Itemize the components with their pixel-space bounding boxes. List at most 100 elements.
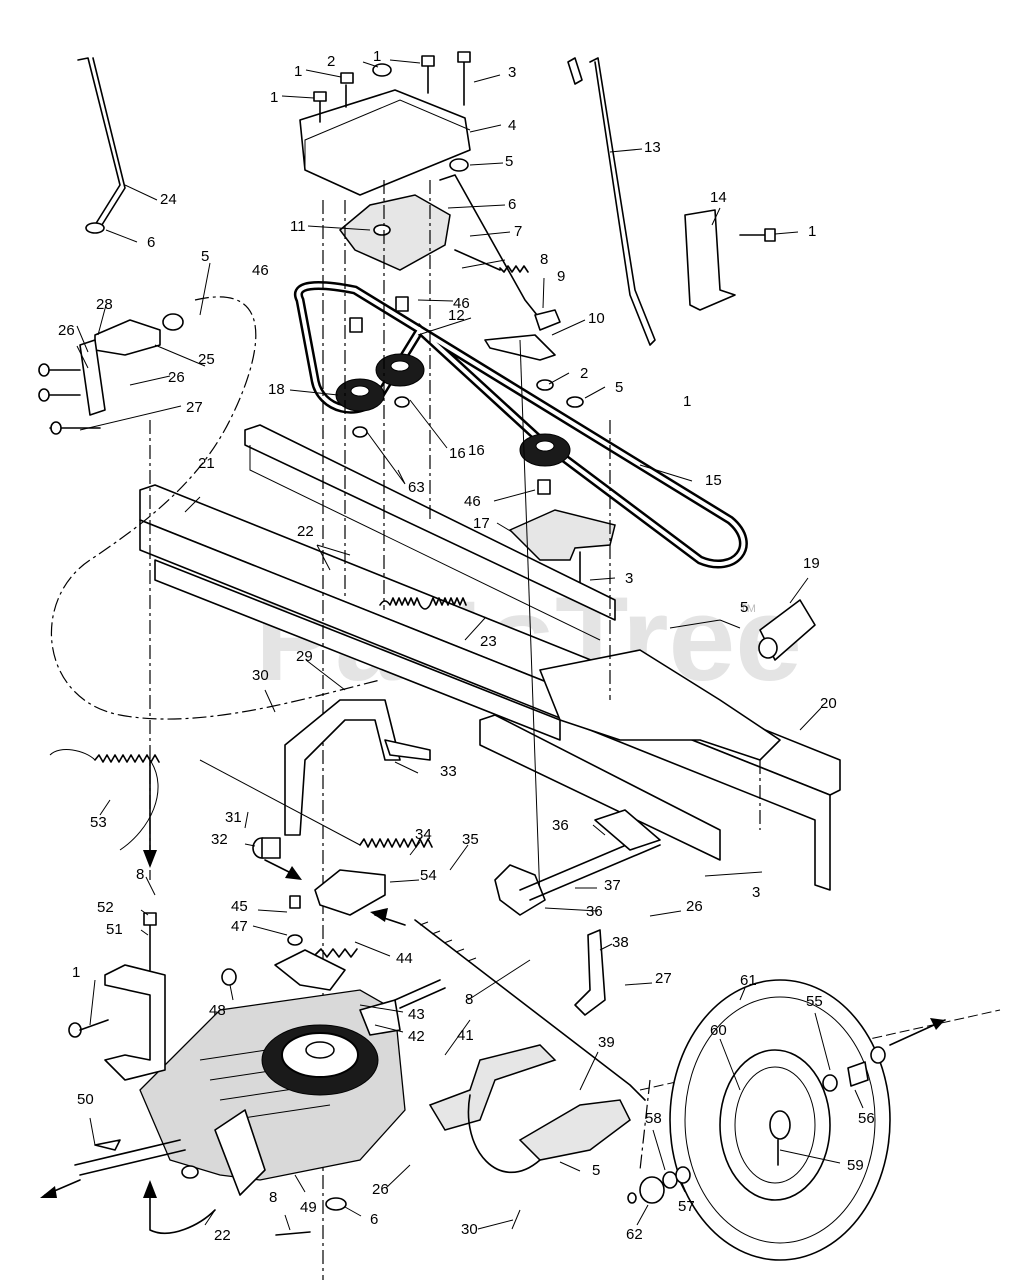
idler-arm-rod xyxy=(439,174,546,326)
callout-18: 18 xyxy=(268,381,285,398)
idler-spring-lower xyxy=(314,948,358,958)
callout-49: 49 xyxy=(300,1199,317,1216)
callout-62: 62 xyxy=(626,1226,643,1243)
control-rod xyxy=(589,57,656,346)
callout-1-c: 1 xyxy=(373,48,381,65)
wheel-hardware xyxy=(627,1046,886,1204)
callout-17: 17 xyxy=(473,515,490,532)
transaxle xyxy=(139,989,406,1196)
callout-8-a: 8 xyxy=(136,866,144,883)
callout-57: 57 xyxy=(678,1198,695,1215)
callout-29: 29 xyxy=(296,648,313,665)
callout-1-e: 1 xyxy=(808,223,816,240)
callout-27-b: 27 xyxy=(186,399,203,416)
callout-26-a: 26 xyxy=(686,898,703,915)
callout-9: 9 xyxy=(557,268,565,285)
callout-37: 37 xyxy=(604,877,621,894)
callout-30-a: 30 xyxy=(252,667,269,684)
callout-16-b: 16 xyxy=(468,442,485,459)
callout-36-b: 36 xyxy=(586,903,603,920)
hand-grip xyxy=(758,599,816,661)
callout-22-a: 22 xyxy=(297,523,314,540)
extension-springs xyxy=(379,597,467,610)
watermark-trademark: TM xyxy=(740,603,756,615)
leader-lines xyxy=(76,59,864,1231)
callout-38: 38 xyxy=(612,934,629,951)
callout-8-b: 8 xyxy=(465,991,473,1008)
callout-1-a: 1 xyxy=(270,89,278,106)
callout-5-c: 5 xyxy=(740,599,748,616)
callout-55: 55 xyxy=(806,993,823,1010)
callout-20: 20 xyxy=(820,695,837,712)
callout-63: 63 xyxy=(408,479,425,496)
callout-59: 59 xyxy=(847,1157,864,1174)
callout-33: 33 xyxy=(440,763,457,780)
return-spring-left xyxy=(94,754,160,763)
drive-spring xyxy=(359,838,433,848)
callout-5-e: 5 xyxy=(201,248,209,265)
small-pin xyxy=(567,57,583,85)
callout-11: 11 xyxy=(290,218,306,235)
phantom-wheel-line xyxy=(639,1079,651,1171)
callout-2: 2 xyxy=(327,53,335,70)
callout-6-b: 6 xyxy=(370,1211,378,1228)
callout-39: 39 xyxy=(598,1034,615,1051)
pedal-bracket-upper xyxy=(94,319,161,356)
callout-26-b: 26 xyxy=(372,1181,389,1198)
callout-27-a: 27 xyxy=(655,970,672,987)
axle-shaft xyxy=(74,1139,186,1176)
callout-35: 35 xyxy=(462,831,479,848)
idler-spring xyxy=(454,249,529,273)
guide-plate xyxy=(314,869,386,916)
callout-12: 12 xyxy=(448,307,465,324)
callout-15: 15 xyxy=(705,472,722,489)
callout-54: 54 xyxy=(420,867,437,884)
idler-bracket-lower xyxy=(508,509,616,561)
callout-14: 14 xyxy=(710,189,727,206)
callout-45: 45 xyxy=(231,898,248,915)
pedal-rod-left xyxy=(77,57,126,229)
callout-8-c: 8 xyxy=(269,1189,277,1206)
transaxle-bracket xyxy=(104,964,166,1081)
pedal-linkage-bracket xyxy=(284,699,401,836)
callout-7: 7 xyxy=(514,223,522,240)
callout-31: 31 xyxy=(225,809,242,826)
callout-42: 42 xyxy=(408,1028,425,1045)
callout-1-f: 1 xyxy=(683,393,691,410)
callout-46-b: 46 xyxy=(453,295,470,312)
frame-lower-rail xyxy=(479,714,721,861)
direction-arrows xyxy=(40,759,946,1235)
brake-pedal xyxy=(428,1044,557,1131)
idler-pulley-center xyxy=(375,353,425,387)
callout-46-c: 46 xyxy=(464,493,481,510)
rear-wheel xyxy=(669,979,891,1261)
callout-24: 24 xyxy=(160,191,177,208)
phantom-loop-left xyxy=(50,296,381,720)
callout-60: 60 xyxy=(710,1022,727,1039)
mounting-plate-group xyxy=(299,51,471,196)
callout-1-b: 1 xyxy=(294,63,302,80)
drive-rod xyxy=(414,919,646,1101)
callout-13: 13 xyxy=(644,139,661,156)
callout-5-b: 5 xyxy=(615,379,623,396)
pedal-bracket-side xyxy=(79,339,106,416)
idler-pulley-left xyxy=(335,378,385,412)
drive-belt xyxy=(294,281,748,569)
callout-6-c: 6 xyxy=(147,234,155,251)
pivot-pin xyxy=(534,309,561,331)
callout-1-g: 1 xyxy=(72,964,80,981)
callout-6: 6 xyxy=(508,196,516,213)
callout-5-d: 5 xyxy=(592,1162,600,1179)
callout-44: 44 xyxy=(396,950,413,967)
callout-51: 51 xyxy=(106,921,123,938)
callout-19: 19 xyxy=(803,555,820,572)
callout-56: 56 xyxy=(858,1110,875,1127)
callout-26-d: 26 xyxy=(168,369,185,386)
callout-43: 43 xyxy=(408,1006,425,1023)
callout-3-b: 3 xyxy=(625,570,633,587)
callout-23: 23 xyxy=(480,633,497,650)
idler-bracket xyxy=(338,194,451,271)
rod-bracket xyxy=(684,209,736,311)
callout-labels: 1 1 1 1 2 3 4 5 6 7 8 9 10 11 12 13 14 1… xyxy=(58,48,875,1244)
